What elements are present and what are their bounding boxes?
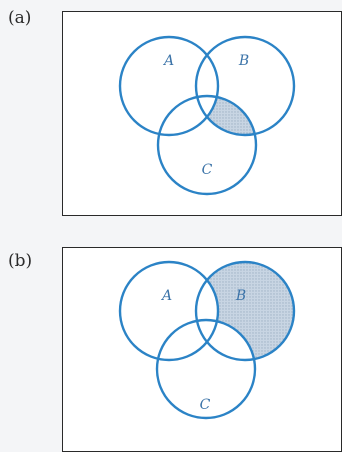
venn-svg-a: A B C	[118, 35, 296, 196]
set-b-label: B	[235, 288, 246, 304]
venn-diagram-b: A B C	[62, 247, 342, 452]
venn-svg-b: A B C	[118, 260, 296, 420]
set-a-label: A	[160, 288, 172, 304]
set-b-circle	[194, 35, 296, 137]
set-a-circle	[118, 260, 220, 362]
shaded-region-a	[196, 96, 256, 135]
set-c-label: C	[200, 397, 211, 413]
venn-diagram-a: A B C	[62, 11, 342, 216]
part-label-b: (b)	[8, 251, 33, 271]
set-c-circle	[156, 94, 258, 196]
set-b-circle	[194, 260, 296, 362]
part-label-a: (a)	[8, 8, 32, 28]
set-a-circle	[118, 35, 220, 137]
set-b-label: B	[238, 53, 249, 69]
set-c-circle	[155, 318, 257, 420]
set-a-label: A	[162, 53, 174, 69]
shaded-region-b	[120, 262, 294, 418]
set-c-label: C	[202, 162, 213, 178]
